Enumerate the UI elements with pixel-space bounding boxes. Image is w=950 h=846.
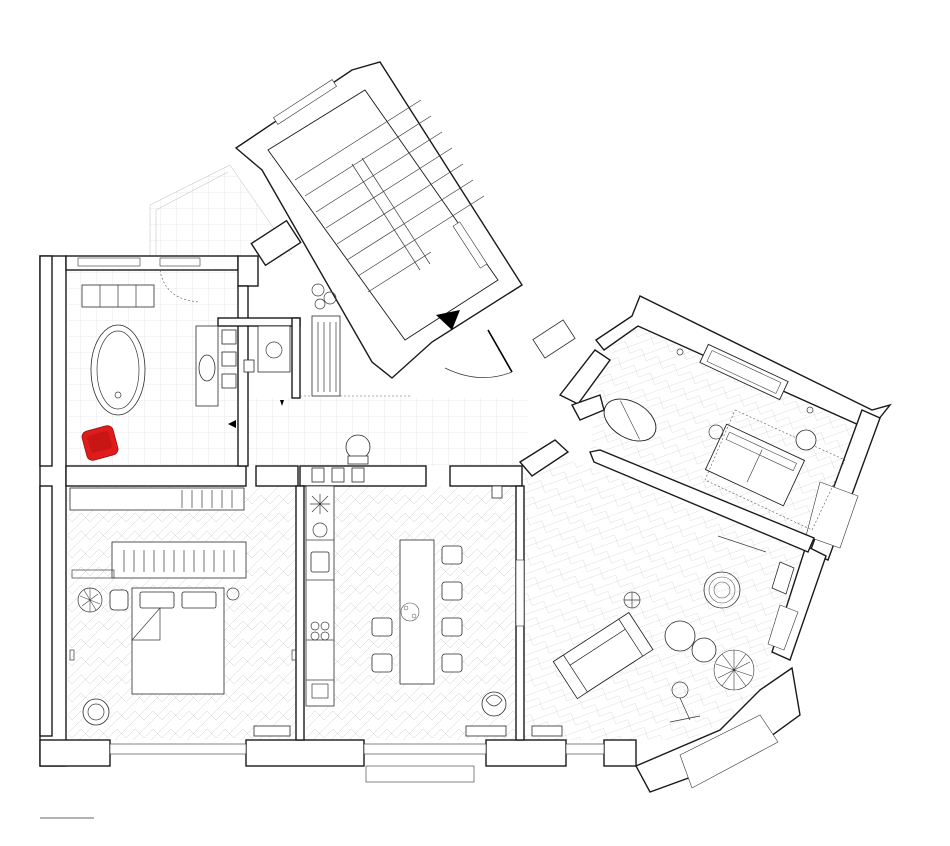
outer-walls: [39, 219, 637, 783]
wall-south[interactable]: [39, 739, 111, 767]
bedroom-wardrobe[interactable]: [69, 487, 245, 511]
potted-plant-icon: [77, 587, 103, 613]
coffee-table-small[interactable]: [691, 637, 717, 663]
bathroom: [81, 269, 291, 461]
lounge-chair[interactable]: [597, 390, 663, 449]
living-bay-window: [679, 714, 779, 789]
hallway-floor: [238, 398, 528, 466]
laundry-counter: [257, 325, 291, 373]
bedroom: [69, 487, 297, 737]
kitchen-balcony-sill: [365, 765, 475, 783]
coffee-table-large[interactable]: [664, 620, 696, 652]
living-room: [531, 535, 795, 737]
wall-bathroom-east[interactable]: [237, 285, 249, 467]
stair-treads: [294, 99, 485, 293]
bedroom-window-south: [109, 743, 247, 755]
floor-lamp: [669, 681, 701, 723]
bedroom-radiator: [253, 725, 291, 737]
staircase: [234, 61, 523, 379]
stair-windowsill-right: [452, 221, 488, 269]
balcony-railing-inner: [155, 171, 229, 258]
stair-windowsill: [273, 79, 337, 125]
kitchen-centerpiece: [400, 602, 420, 622]
sink[interactable]: [198, 354, 216, 382]
entrance-arrow-icon[interactable]: [436, 310, 460, 330]
kitchen-radiator: [465, 725, 507, 737]
hallway: [280, 283, 576, 465]
kitchen: [305, 485, 525, 737]
sofa[interactable]: [552, 612, 654, 700]
living-radiator: [531, 725, 563, 737]
wall-bathroom-south[interactable]: [65, 465, 247, 487]
hall-round-table[interactable]: [345, 434, 371, 460]
bathtub[interactable]: [90, 324, 146, 416]
entrance-door-swing: [444, 367, 513, 378]
balcony-railing: [149, 164, 293, 262]
bathroom-window: [77, 257, 141, 267]
kitchen-plant: [481, 691, 507, 717]
study-sofa[interactable]: [704, 423, 806, 507]
bedroom-shelf-unit[interactable]: [111, 541, 247, 579]
cooktop[interactable]: [310, 621, 320, 631]
living-plant-icon: [713, 649, 755, 691]
kitchen-sink[interactable]: [310, 551, 330, 573]
study-room: [597, 343, 846, 531]
red-armchair-icon[interactable]: [81, 424, 120, 461]
rug-round: [703, 571, 741, 609]
hall-wardrobe[interactable]: [311, 315, 341, 397]
wall-bed-kitchen[interactable]: [295, 485, 305, 741]
kitchen-window-south: [363, 743, 487, 755]
bedroom-armchair[interactable]: [82, 698, 110, 726]
bath-door-swing: [159, 269, 201, 303]
wall-study-living[interactable]: [589, 449, 815, 553]
entrance-door-leaf[interactable]: [487, 329, 513, 373]
hall-marker: [228, 420, 236, 428]
kitchen-counter[interactable]: [305, 485, 335, 707]
study-desk[interactable]: [699, 343, 789, 401]
